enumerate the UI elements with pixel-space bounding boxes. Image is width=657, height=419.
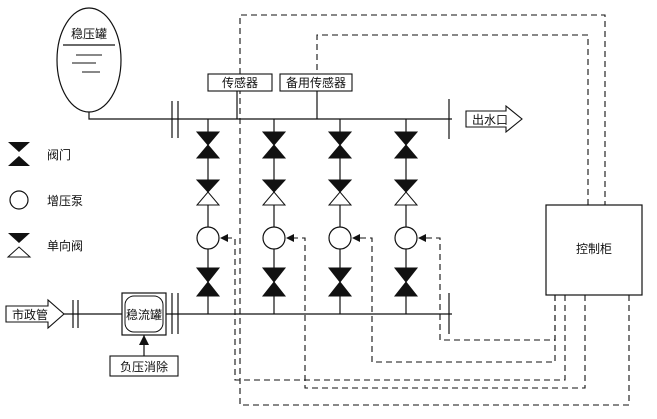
negative-pressure-unit: 负压消除 (109, 335, 179, 377)
sensor-box: 传感器 (207, 73, 273, 92)
sensor-box-frame (207, 73, 273, 92)
bowtie-valve-icon (327, 281, 353, 297)
control-line-pump-3 (356, 237, 556, 363)
stabilizer-tank: 稳压罐 (56, 7, 170, 120)
bowtie-valve-icon (261, 144, 287, 159)
municipal-pipe-label: 市政管 (12, 307, 48, 322)
check-valve-icon (327, 179, 353, 193)
bowtie-valve-icon (393, 131, 419, 146)
municipal-arrow-icon (5, 298, 65, 330)
outlet-arrow-icon (465, 104, 523, 134)
circle-pump-icon (328, 226, 352, 250)
check-valve-icon (327, 191, 353, 206)
check-valve-icon (393, 179, 419, 193)
bowtie-valve-icon (195, 144, 221, 159)
control-line-pump-2 (292, 237, 586, 389)
control-line-pump-1 (224, 237, 566, 381)
circle-pump-icon (394, 226, 418, 250)
bowtie-valve-icon (327, 131, 353, 146)
bowtie-valve-icon (393, 267, 419, 283)
bowtie-valve-icon (195, 267, 221, 283)
circle-pump-icon (196, 226, 220, 250)
outlet-header (170, 90, 452, 139)
control-arrow-icon (220, 234, 228, 242)
bowtie-valve-icon (327, 144, 353, 159)
legend-item-check-valve: 单向阀 (6, 233, 83, 258)
legend-item-valve: 阀门 (8, 142, 71, 166)
bowtie-valve-icon (261, 267, 287, 283)
pump-branches (195, 119, 426, 314)
check-valve-icon (261, 191, 287, 206)
backup-sensor-box-frame (279, 73, 353, 92)
backup-sensor-box: 备用传感器 (279, 73, 353, 92)
outlet-label: 出水口 (472, 113, 508, 127)
negative-pressure-label: 负压消除 (120, 359, 168, 374)
control-arrow-icon (418, 234, 426, 242)
stabilizer-tank-label: 稳压罐 (71, 26, 107, 41)
circle-pump-icon (262, 226, 286, 250)
check-valve-icon (195, 191, 221, 206)
bowtie-valve-icon (261, 281, 287, 297)
bowtie-valve-icon (327, 267, 353, 283)
flow-tank: 稳流罐 (121, 292, 167, 336)
bowtie-valve-icon (8, 142, 30, 152)
legend-item-booster-pump: 增压泵 (9, 190, 83, 210)
check-valve-icon (393, 191, 419, 206)
check-valve-icon (8, 233, 30, 243)
negative-pressure-box (109, 355, 179, 377)
legend-booster-pump-label: 增压泵 (47, 194, 83, 208)
legend: 阀门 增压泵 单向阀 (6, 142, 83, 258)
legend-valve-label: 阀门 (47, 147, 71, 162)
up-arrow-icon (139, 335, 149, 345)
bowtie-valve-icon (261, 131, 287, 146)
bowtie-valve-icon-lower (8, 156, 30, 166)
control-lines (224, 14, 630, 406)
control-line-outer (239, 14, 630, 406)
bowtie-valve-icon (195, 131, 221, 146)
circle-pump-icon (9, 190, 29, 210)
backup-sensor-label: 备用传感器 (286, 75, 346, 90)
inlet-header (62, 293, 452, 334)
control-arrow-icon (286, 234, 294, 242)
check-valve-icon (195, 179, 221, 193)
bowtie-valve-icon (195, 281, 221, 297)
bowtie-valve-icon (393, 281, 419, 297)
outlet-arrow: 出水口 (465, 104, 523, 134)
municipal-pipe-arrow: 市政管 (5, 298, 65, 330)
control-line-pump-4 (425, 237, 556, 341)
control-arrow-icon (352, 234, 360, 242)
check-valve-icon (261, 179, 287, 193)
control-line-sensor (316, 34, 589, 205)
control-cabinet-frame (545, 204, 643, 296)
legend-check-valve-label: 单向阀 (47, 238, 83, 253)
flow-tank-inner (124, 295, 164, 333)
bowtie-valve-icon (393, 144, 419, 159)
tank-pipe (88, 112, 170, 120)
sensor-label: 传感器 (222, 75, 258, 90)
control-cabinet-label: 控制柜 (576, 242, 612, 256)
control-cabinet: 控制柜 (545, 204, 643, 296)
check-valve-icon-lower (6, 246, 32, 258)
stabilizer-tank-body (56, 7, 122, 113)
flow-tank-label: 稳流罐 (126, 307, 162, 322)
